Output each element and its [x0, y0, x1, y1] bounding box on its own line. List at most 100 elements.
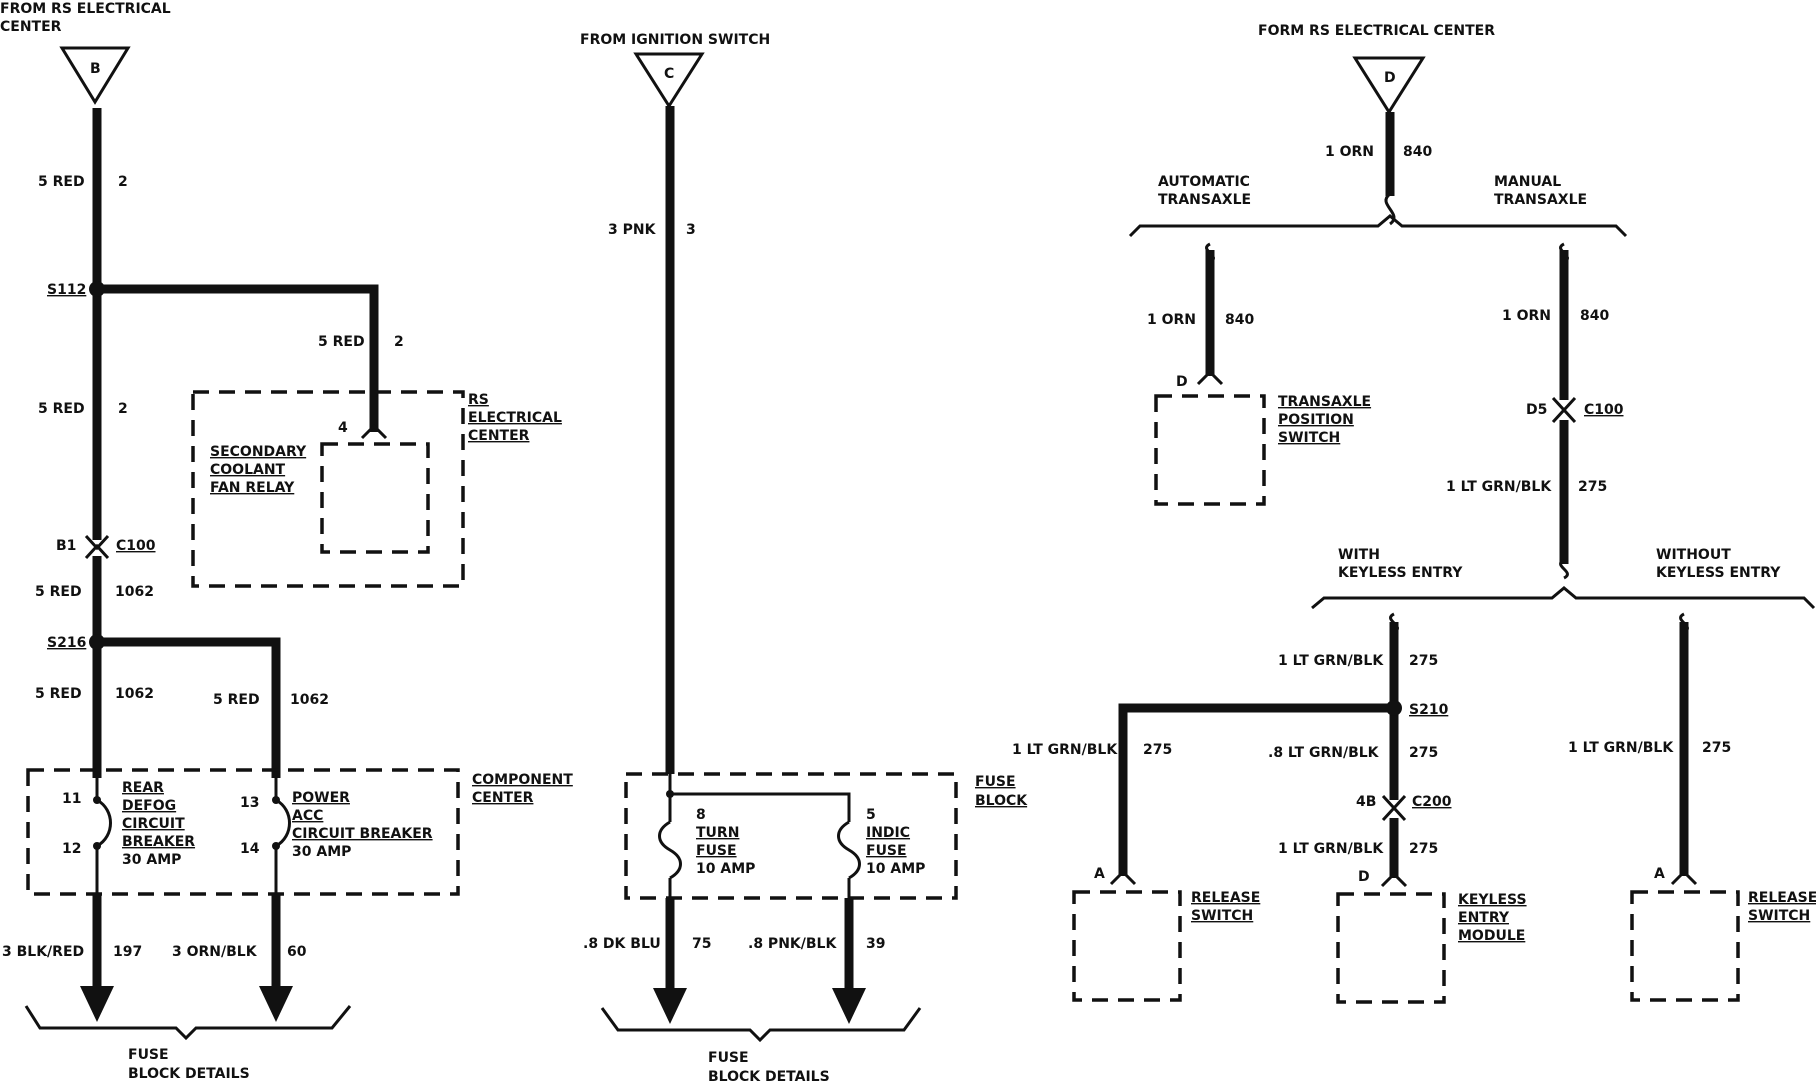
c200-terminal-bottom: [1381, 805, 1407, 822]
fuse-block-label-1: FUSE: [975, 774, 1016, 790]
splice-s112-label: S112: [47, 282, 86, 298]
connector-b-triangle: [59, 46, 131, 105]
arrow-out-39: [832, 988, 866, 1024]
keyless-split-mark: [1559, 558, 1569, 580]
release1-pin-label: A: [1094, 866, 1105, 882]
wire-label-circuit: 275: [1143, 742, 1172, 758]
cb2-label-2: ACC: [292, 808, 323, 824]
wire-label-circuit: 275: [1702, 740, 1731, 756]
arrow-out-60: [259, 986, 293, 1022]
relay-label-2: COOLANT: [210, 462, 286, 478]
option-split-mark: [1384, 192, 1396, 226]
release2-terminal: [1670, 869, 1698, 886]
connector-d-triangle: [1352, 56, 1426, 115]
arrow-out-197: [80, 986, 114, 1022]
cb2-amp: 30 AMP: [292, 844, 351, 860]
fuse1-label-2: FUSE: [696, 843, 737, 859]
cb2-pin-out: 14: [240, 841, 260, 857]
wire-label-gauge: 1 LT GRN/BLK: [1278, 653, 1384, 669]
wire-label-circuit: 840: [1403, 144, 1432, 160]
tps-label-2: POSITION: [1278, 412, 1354, 428]
cb2-pin-in: 13: [240, 795, 259, 811]
fuse2-label-2: FUSE: [866, 843, 907, 859]
footer-label-2: BLOCK DETAILS: [128, 1066, 250, 1082]
cb2-label-1: POWER: [292, 790, 350, 806]
right-source: FORM RS ELECTRICAL CENTER: [1258, 23, 1495, 39]
release1-label-1: RELEASE: [1191, 890, 1260, 906]
wire-label-circuit: 2: [118, 174, 128, 190]
wire-label-gauge: 1 ORN: [1502, 308, 1551, 324]
arrow-out-75: [653, 988, 687, 1024]
wire-label-circuit: 1062: [115, 686, 154, 702]
without-ke-label-2: KEYLESS ENTRY: [1656, 565, 1781, 581]
wire-label-circuit: 60: [287, 944, 307, 960]
wire-label-gauge: 5 RED: [35, 584, 82, 600]
right-circuit: FORM RS ELECTRICAL CENTER D 1 ORN 840 AU…: [1012, 23, 1816, 1004]
c100-label: C100: [1584, 402, 1624, 418]
c100-terminal-bottom: [84, 543, 110, 560]
wire-label-circuit: 39: [866, 936, 885, 952]
connector-d-label: D: [1384, 70, 1396, 86]
wire-label-gauge: 5 RED: [38, 174, 85, 190]
connector-b-label: B: [90, 61, 101, 77]
connector-c-triangle: [633, 52, 705, 109]
connector-c-label: C: [664, 66, 674, 82]
auto-label-1: AUTOMATIC: [1158, 174, 1250, 190]
fuse-block-bracket: [600, 1007, 922, 1043]
transaxle-option-bracket: [1128, 214, 1628, 238]
splice-s216-label: S216: [47, 635, 86, 651]
fuse2-amp: 10 AMP: [866, 861, 925, 877]
c100-label: C100: [116, 538, 156, 554]
fuse1-number: 8: [696, 807, 706, 823]
kem-terminal: [1380, 871, 1408, 888]
wire-label-circuit: 275: [1409, 745, 1438, 761]
release2-label-2: SWITCH: [1748, 908, 1810, 924]
transaxle-position-switch-box: [1154, 394, 1266, 506]
wire-label-gauge: .8 PNK/BLK: [748, 936, 837, 952]
rs-electrical-center-box: [191, 390, 465, 588]
manual-label-1: MANUAL: [1494, 174, 1561, 190]
with-ke-label-1: WITH: [1338, 547, 1380, 563]
wire-label-gauge: 3 PNK: [608, 222, 657, 238]
rs-center-label-3: CENTER: [468, 428, 530, 444]
c100-terminal-bottom: [1551, 407, 1577, 424]
middle-source: FROM IGNITION SWITCH: [580, 32, 770, 48]
keyless-entry-module-box: [1336, 892, 1446, 1004]
fuse-block-bracket: [24, 1005, 352, 1041]
kem-label-3: MODULE: [1458, 928, 1525, 944]
wire-label-gauge: .8 LT GRN/BLK: [1268, 745, 1380, 761]
with-ke-label-2: KEYLESS ENTRY: [1338, 565, 1463, 581]
wire-label-circuit: 275: [1409, 653, 1438, 669]
tps-label-1: TRANSAXLE: [1278, 394, 1371, 410]
wire-s112-branch: [97, 284, 379, 432]
fan-relay-box: [320, 442, 430, 554]
wire-label-circuit: 197: [113, 944, 142, 960]
wire-label-circuit: 1062: [290, 692, 329, 708]
release2-pin-label: A: [1654, 866, 1665, 882]
wire-label-circuit: 75: [692, 936, 711, 952]
c200-pin-label: 4B: [1356, 794, 1376, 810]
wire-s216-branch: [97, 637, 281, 778]
cb1-pin-out: 12: [62, 841, 81, 857]
cb1-pin-in: 11: [62, 791, 81, 807]
release1-terminal: [1109, 869, 1137, 886]
rs-center-label-1: RS: [468, 392, 489, 408]
cb1-label-2: DEFOG: [122, 798, 176, 814]
fuse-block-label-2: BLOCK: [975, 793, 1028, 809]
tps-label-3: SWITCH: [1278, 430, 1340, 446]
wire-label-circuit: 275: [1409, 841, 1438, 857]
wire-label-gauge: 5 RED: [35, 686, 82, 702]
cb2-label-3: CIRCUIT BREAKER: [292, 826, 433, 842]
release2-label-1: RELEASE: [1748, 890, 1816, 906]
auto-label-2: TRANSAXLE: [1158, 192, 1251, 208]
wire-label-circuit: 1062: [115, 584, 154, 600]
footer-label-1: FUSE: [708, 1050, 749, 1066]
wire-label-gauge: 1 LT GRN/BLK: [1568, 740, 1674, 756]
fuse1-element: [658, 820, 682, 880]
left-circuit: FROM RS ELECTRICAL CENTER B 5 RED 2 S112…: [0, 1, 573, 1082]
release1-label-2: SWITCH: [1191, 908, 1253, 924]
wire-label-gauge: 1 ORN: [1147, 312, 1196, 328]
cb1-amp: 30 AMP: [122, 852, 181, 868]
tps-pin-label: D: [1176, 374, 1188, 390]
